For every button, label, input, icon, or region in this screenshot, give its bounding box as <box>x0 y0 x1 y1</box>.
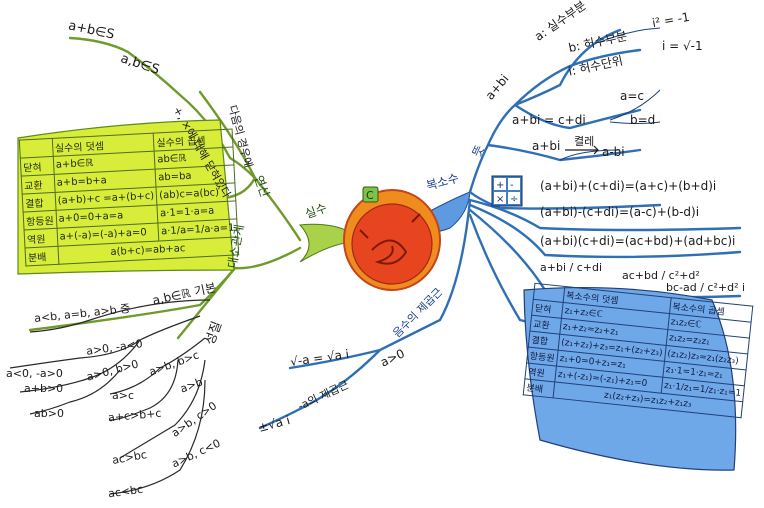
conjugate-label: 켤레 <box>574 135 595 148</box>
a-equals-c: a=c <box>620 89 645 103</box>
complex-op-sub: (a+bi)-(c+di)=(a-c)+(b-d)i <box>540 205 700 219</box>
item-a-gt-c: a>c <box>112 389 135 402</box>
complex-div-lhs: a+bi / c+di <box>540 261 602 274</box>
svg-text:+: + <box>496 180 504 191</box>
i-sqrt: i = √-1 <box>662 39 703 53</box>
svg-text:-: - <box>510 180 514 191</box>
svg-text:×: × <box>496 194 504 205</box>
real-order-branches <box>9 299 211 495</box>
complex-equality: a+bi = c+di <box>512 113 586 127</box>
complex-op-mul: (a+bi)(c+di)=(ac+bd)+(ad+bc)i <box>540 234 736 248</box>
real-table-bg <box>17 119 235 275</box>
item-apb-pos: a+b>0 <box>24 382 64 395</box>
conjugate-from: a+bi <box>532 139 561 153</box>
item-ab-gt0: ab>0 <box>34 407 64 420</box>
complex-div-rhs2: bc-ad / c²+d² i <box>666 281 746 294</box>
item-a-lt0: a<0, -a>0 <box>6 367 63 380</box>
conjugate-arrow <box>565 145 599 155</box>
complex-div-rhs1: ac+bd / c²+d² <box>622 269 700 282</box>
complex-op-add: (a+bi)+(c+di)=(a+c)+(b+d)i <box>540 179 717 193</box>
complex-table-bg <box>523 286 737 471</box>
calculator-icon: + - × ÷ <box>491 175 523 207</box>
svg-text:C: C <box>366 189 374 202</box>
real-branches <box>28 36 302 340</box>
b-equals-d: b=d <box>630 113 656 127</box>
svg-text:÷: ÷ <box>510 194 518 205</box>
complex-thin-branches <box>559 27 661 161</box>
complex-branches <box>258 28 742 430</box>
center-apple-illustration: C <box>298 186 471 291</box>
conjugate-to: a-bi <box>602 145 625 159</box>
